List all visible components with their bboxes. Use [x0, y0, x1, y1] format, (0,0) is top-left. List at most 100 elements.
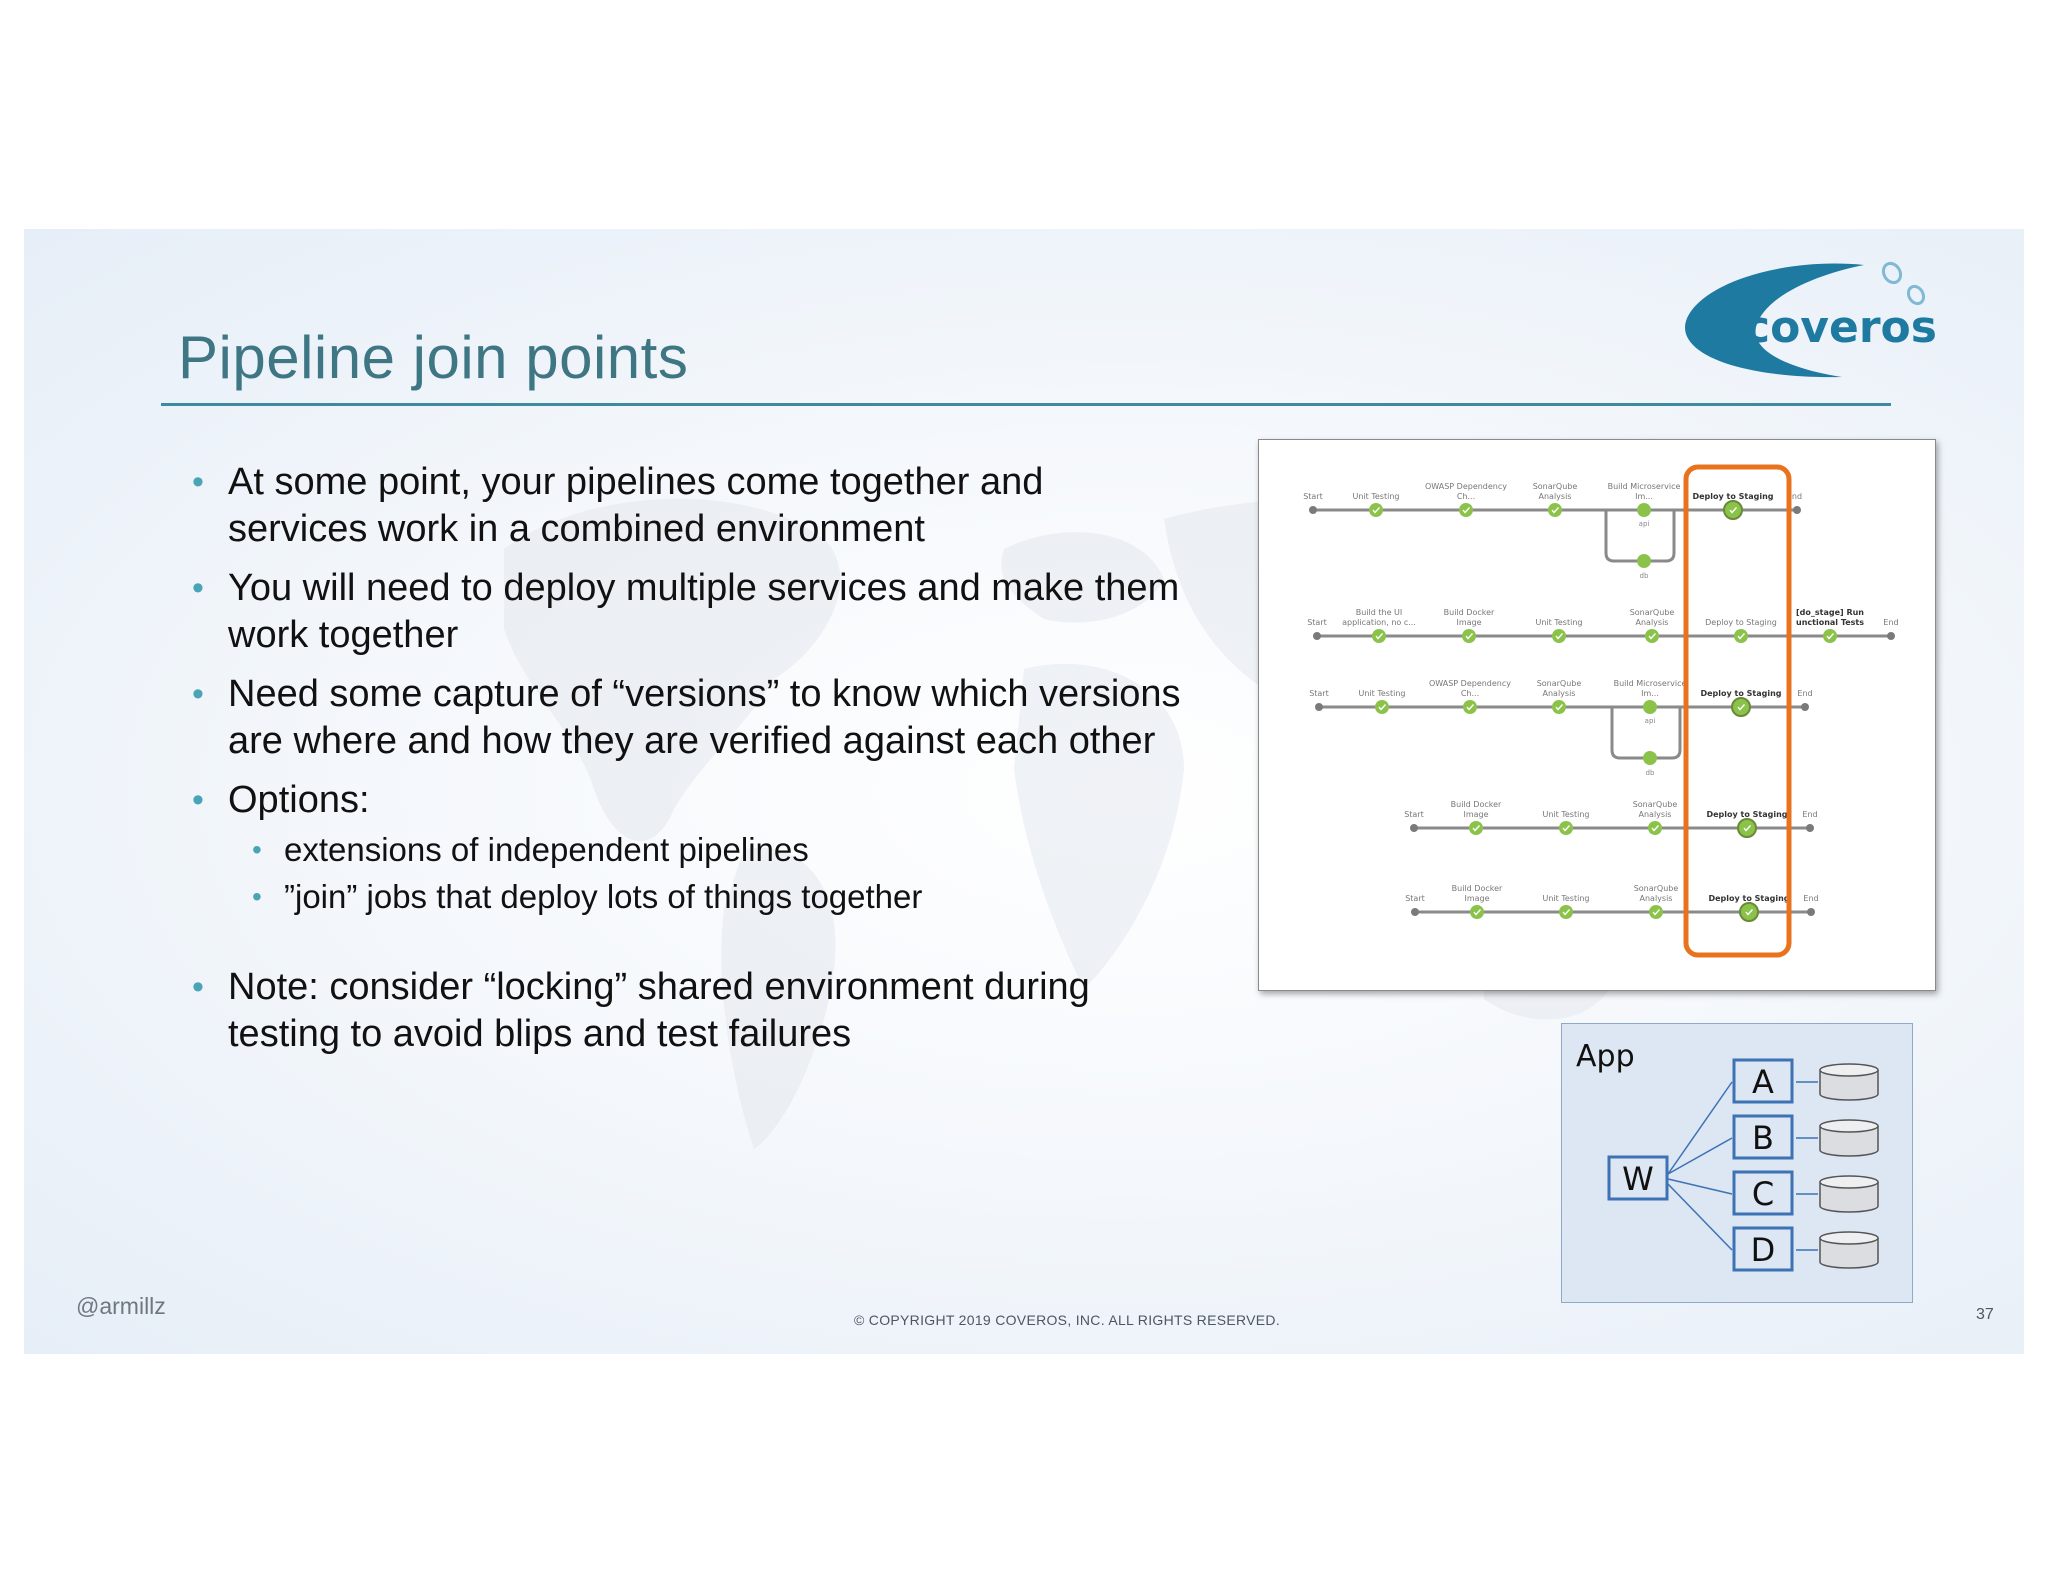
stage-label: Start [1303, 492, 1323, 501]
check-icon [1473, 909, 1482, 916]
pipeline-endpoint [1410, 824, 1418, 832]
stage-node [1645, 629, 1659, 643]
branch-label: db [1640, 572, 1649, 580]
stage-label: Analysis [1640, 894, 1673, 903]
stage-label: End [1802, 810, 1817, 819]
check-icon [1648, 633, 1657, 640]
check-icon [1652, 909, 1661, 916]
stage-label: Deploy to Staging [1700, 689, 1781, 698]
slide-title: Pipeline join points [178, 324, 689, 391]
branch-label: api [1639, 520, 1650, 528]
service-label: C [1752, 1175, 1774, 1213]
service-label: A [1752, 1063, 1774, 1101]
stage-label: Image [1463, 810, 1488, 819]
stage-node [1372, 629, 1386, 643]
slide: coveros Pipeline join points At some poi… [24, 229, 2024, 1354]
bullet-item: At some point, your pipelines come toget… [182, 459, 1182, 553]
stage-node [1637, 503, 1651, 517]
database-icon [1819, 1063, 1879, 1101]
check-icon [1551, 507, 1560, 514]
stage-label: [do_stage] Run [1796, 608, 1864, 617]
stage-node [1463, 700, 1477, 714]
stage-node [1469, 821, 1483, 835]
stage-node [1552, 700, 1566, 714]
stage-node [1723, 500, 1743, 520]
node-w-label: W [1622, 1160, 1654, 1198]
bullet-item: Need some capture of “versions” to know … [182, 671, 1182, 765]
check-icon [1737, 704, 1746, 711]
stage-label: Deploy to Staging [1706, 810, 1787, 819]
check-icon [1562, 909, 1571, 916]
stage-label: End [1803, 894, 1818, 903]
twitter-handle: @armillz [76, 1293, 166, 1319]
stage-node [1648, 821, 1662, 835]
stage-node [1548, 503, 1562, 517]
pipeline-endpoint [1313, 632, 1321, 640]
stage-label: SonarQube [1633, 800, 1678, 809]
check-icon [1737, 633, 1746, 640]
app-connectors [1667, 1081, 1818, 1251]
stage-label: Im... [1641, 689, 1659, 698]
branch-label: api [1645, 717, 1656, 725]
stage-label: Start [1405, 894, 1425, 903]
stage-node [1552, 629, 1566, 643]
check-icon [1651, 825, 1660, 832]
stage-label: Analysis [1543, 689, 1576, 698]
bullet-list: At some point, your pipelines come toget… [182, 459, 1182, 1070]
stage-label: SonarQube [1537, 679, 1582, 688]
pipeline-endpoint [1806, 824, 1814, 832]
stage-node [1731, 697, 1751, 717]
stage-label: Image [1456, 618, 1481, 627]
node-w-box [1607, 1155, 1669, 1201]
deploy-stage-highlight [1683, 464, 1792, 958]
stage-label: End [1797, 689, 1812, 698]
stage-label: Unit Testing [1353, 492, 1400, 501]
check-icon [1555, 704, 1564, 711]
pipeline-endpoint [1309, 506, 1317, 514]
check-icon [1555, 633, 1564, 640]
stage-label: OWASP Dependency [1425, 482, 1507, 491]
stage-label: Deploy to Staging [1692, 492, 1773, 501]
stage-label: Image [1464, 894, 1489, 903]
stage-label: Analysis [1636, 618, 1669, 627]
check-icon [1743, 825, 1752, 832]
coveros-logo: coveros [1685, 261, 1937, 378]
service-c: C [1732, 1170, 1794, 1216]
stage-label: Ch... [1461, 689, 1479, 698]
pipeline-endpoint [1411, 908, 1419, 916]
bullet-item: Options: [182, 777, 1182, 824]
stage-label: Start [1404, 810, 1424, 819]
stage-label: Build the UI [1356, 608, 1403, 617]
stage-node [1734, 629, 1748, 643]
pipeline-endpoint [1315, 703, 1323, 711]
stage-label: End [1883, 618, 1898, 627]
check-icon [1375, 633, 1384, 640]
stage-label: Deploy to Staging [1708, 894, 1789, 903]
stage-label: Build Microservice [1614, 679, 1687, 688]
stage-node [1369, 503, 1383, 517]
copyright-notice: © COPYRIGHT 2019 COVEROS, INC. ALL RIGHT… [854, 1312, 1281, 1328]
database-icon [1819, 1231, 1879, 1269]
stage-node [1737, 818, 1757, 838]
stage-node [1559, 905, 1573, 919]
title-underline [161, 403, 1891, 406]
stage-node [1823, 629, 1837, 643]
stage-label: Deploy to Staging [1705, 618, 1777, 627]
stage-label: Unit Testing [1359, 689, 1406, 698]
check-icon [1562, 825, 1571, 832]
sub-bullet-item: ”join” jobs that deploy lots of things t… [182, 873, 1182, 920]
stage-node [1470, 905, 1484, 919]
stage-label: Build Microservice [1608, 482, 1681, 491]
bullet-item: You will need to deploy multiple service… [182, 565, 1182, 659]
check-icon [1826, 633, 1835, 640]
check-icon [1729, 507, 1738, 514]
stage-node [1643, 751, 1657, 765]
pipeline-endpoint [1793, 506, 1801, 514]
stage-label: OWASP Dependency [1429, 679, 1511, 688]
stage-label: Analysis [1539, 492, 1572, 501]
check-icon [1372, 507, 1381, 514]
stage-label: application, no c... [1342, 618, 1416, 627]
